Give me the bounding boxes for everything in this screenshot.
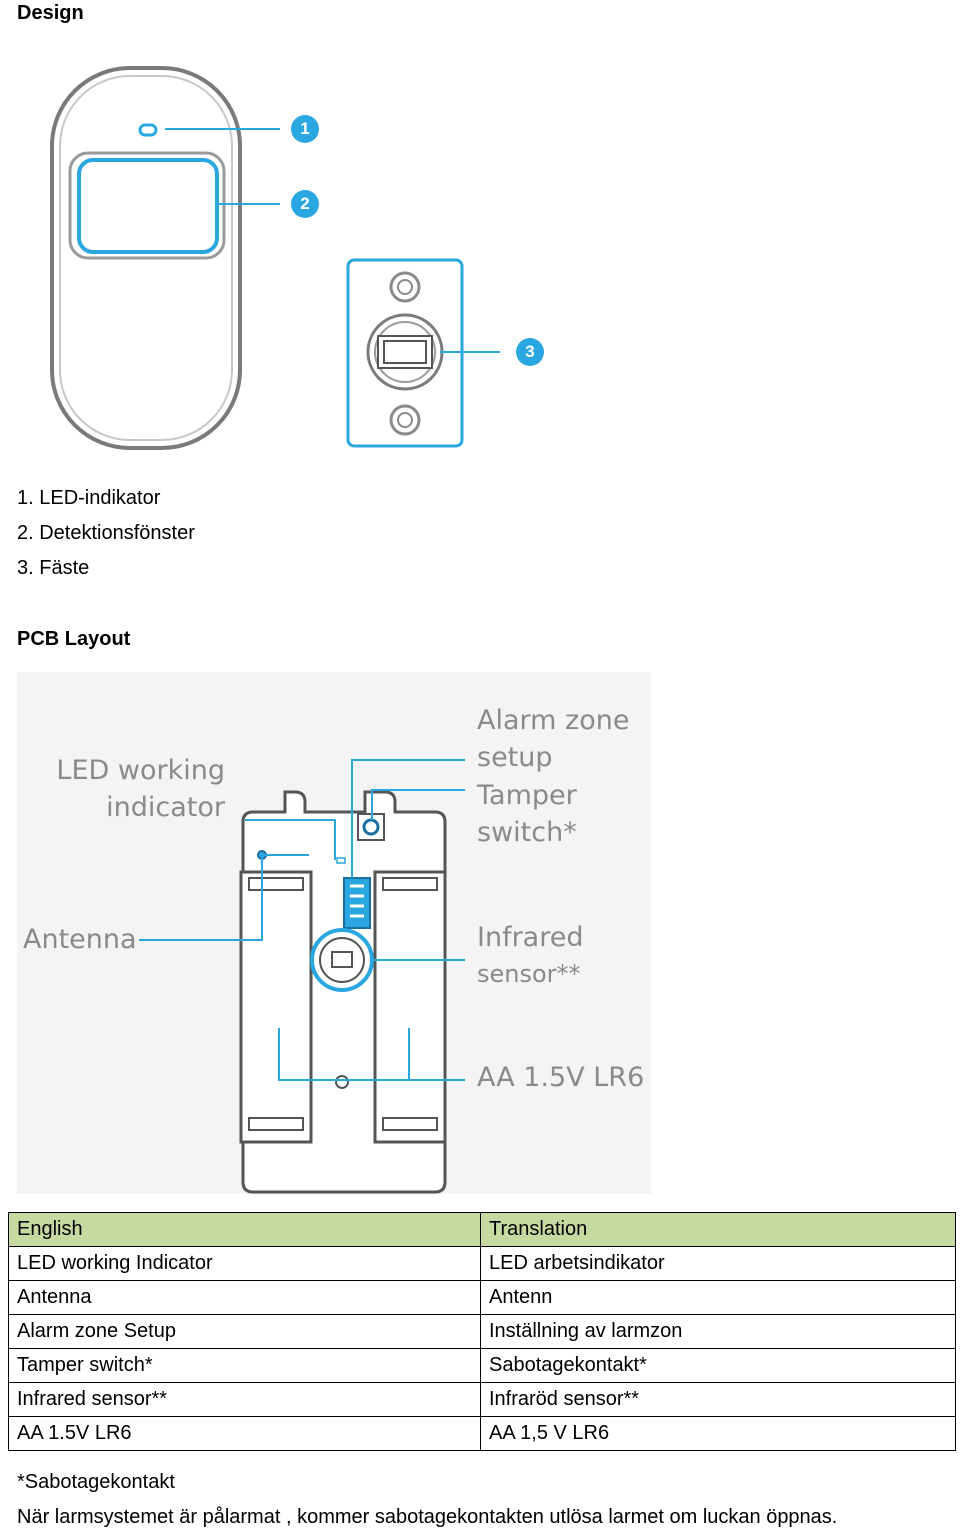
callout-badge-1	[291, 115, 319, 143]
table-cell-english: Infrared sensor**	[8, 1382, 481, 1417]
label-battery: AA 1.5V LR6	[477, 1062, 644, 1093]
translation-table: English Translation LED working Indicato…	[8, 1212, 956, 1451]
callout-badge-2	[291, 190, 319, 218]
table-header-row: English Translation	[8, 1212, 956, 1247]
design-heading: Design	[17, 2, 84, 24]
table-row: LED working Indicator LED arbetsindikato…	[8, 1246, 956, 1281]
table-row: Antenna Antenn	[8, 1280, 956, 1315]
leader-led	[245, 819, 336, 860]
table-header-translation: Translation	[480, 1212, 956, 1247]
callout-number-2: 2	[300, 194, 310, 213]
table-cell-english: Tamper switch*	[8, 1348, 481, 1383]
table-cell-english: Antenna	[8, 1280, 481, 1315]
callout-number-3: 3	[525, 342, 535, 361]
footnote-title: *Sabotagekontakt	[17, 1471, 175, 1493]
table-header-english: English	[8, 1212, 481, 1247]
label-antenna: Antenna	[23, 924, 137, 955]
table-cell-translation: AA 1,5 V LR6	[480, 1416, 956, 1451]
battery-slot-left	[239, 870, 313, 1144]
label-led-working-1: LED working	[56, 755, 225, 786]
leader-antenna	[139, 858, 263, 941]
table-cell-english: AA 1.5V LR6	[8, 1416, 481, 1451]
label-alarm-zone-2: setup	[477, 742, 553, 773]
label-infrared-1: Infrared	[477, 922, 583, 953]
table-cell-translation: LED arbetsindikator	[480, 1246, 956, 1281]
table-row: Alarm zone Setup Inställning av larmzon	[8, 1314, 956, 1349]
label-led-working-2: indicator	[106, 792, 226, 823]
pcb-diagram: LED working indicator Alarm zone setup T…	[17, 672, 651, 1194]
table-cell-translation: Sabotagekontakt*	[480, 1348, 956, 1383]
table-row: Infrared sensor** Infraröd sensor**	[8, 1382, 956, 1417]
label-alarm-zone-1: Alarm zone	[477, 705, 629, 736]
leader-tamper	[371, 789, 465, 820]
battery-slot-right	[373, 870, 447, 1144]
table-cell-translation: Infraröd sensor**	[480, 1382, 956, 1417]
design-list-item-3: 3. Fäste	[17, 557, 90, 579]
table-row: Tamper switch* Sabotagekontakt*	[8, 1348, 956, 1383]
table-cell-english: Alarm zone Setup	[8, 1314, 481, 1349]
leader-alarm-zone	[351, 759, 465, 878]
pcb-heading: PCB Layout	[17, 628, 131, 650]
callout-number-1: 1	[300, 119, 310, 138]
table-row: AA 1.5V LR6 AA 1,5 V LR6	[8, 1416, 956, 1451]
table-cell-english: LED working Indicator	[8, 1246, 481, 1281]
callout-badge-3	[516, 338, 544, 366]
device-illustration	[50, 66, 544, 450]
table-cell-translation: Inställning av larmzon	[480, 1314, 956, 1349]
detection-window	[77, 158, 219, 254]
design-list-item-2: 2. Detektionsfönster	[17, 522, 195, 544]
design-list-item-1: 1. LED-indikator	[17, 487, 161, 509]
leader-battery	[278, 1028, 465, 1081]
sensor-body-inner	[59, 75, 233, 441]
footnote-text: När larmsystemet är pålarmat , kommer sa…	[17, 1506, 838, 1528]
led-indicator	[138, 123, 158, 137]
label-infrared-2: sensor**	[477, 960, 581, 988]
table-cell-translation: Antenn	[480, 1280, 956, 1315]
label-tamper-1: Tamper	[476, 780, 578, 811]
label-tamper-2: switch*	[477, 817, 577, 848]
pcb-led	[257, 850, 267, 860]
